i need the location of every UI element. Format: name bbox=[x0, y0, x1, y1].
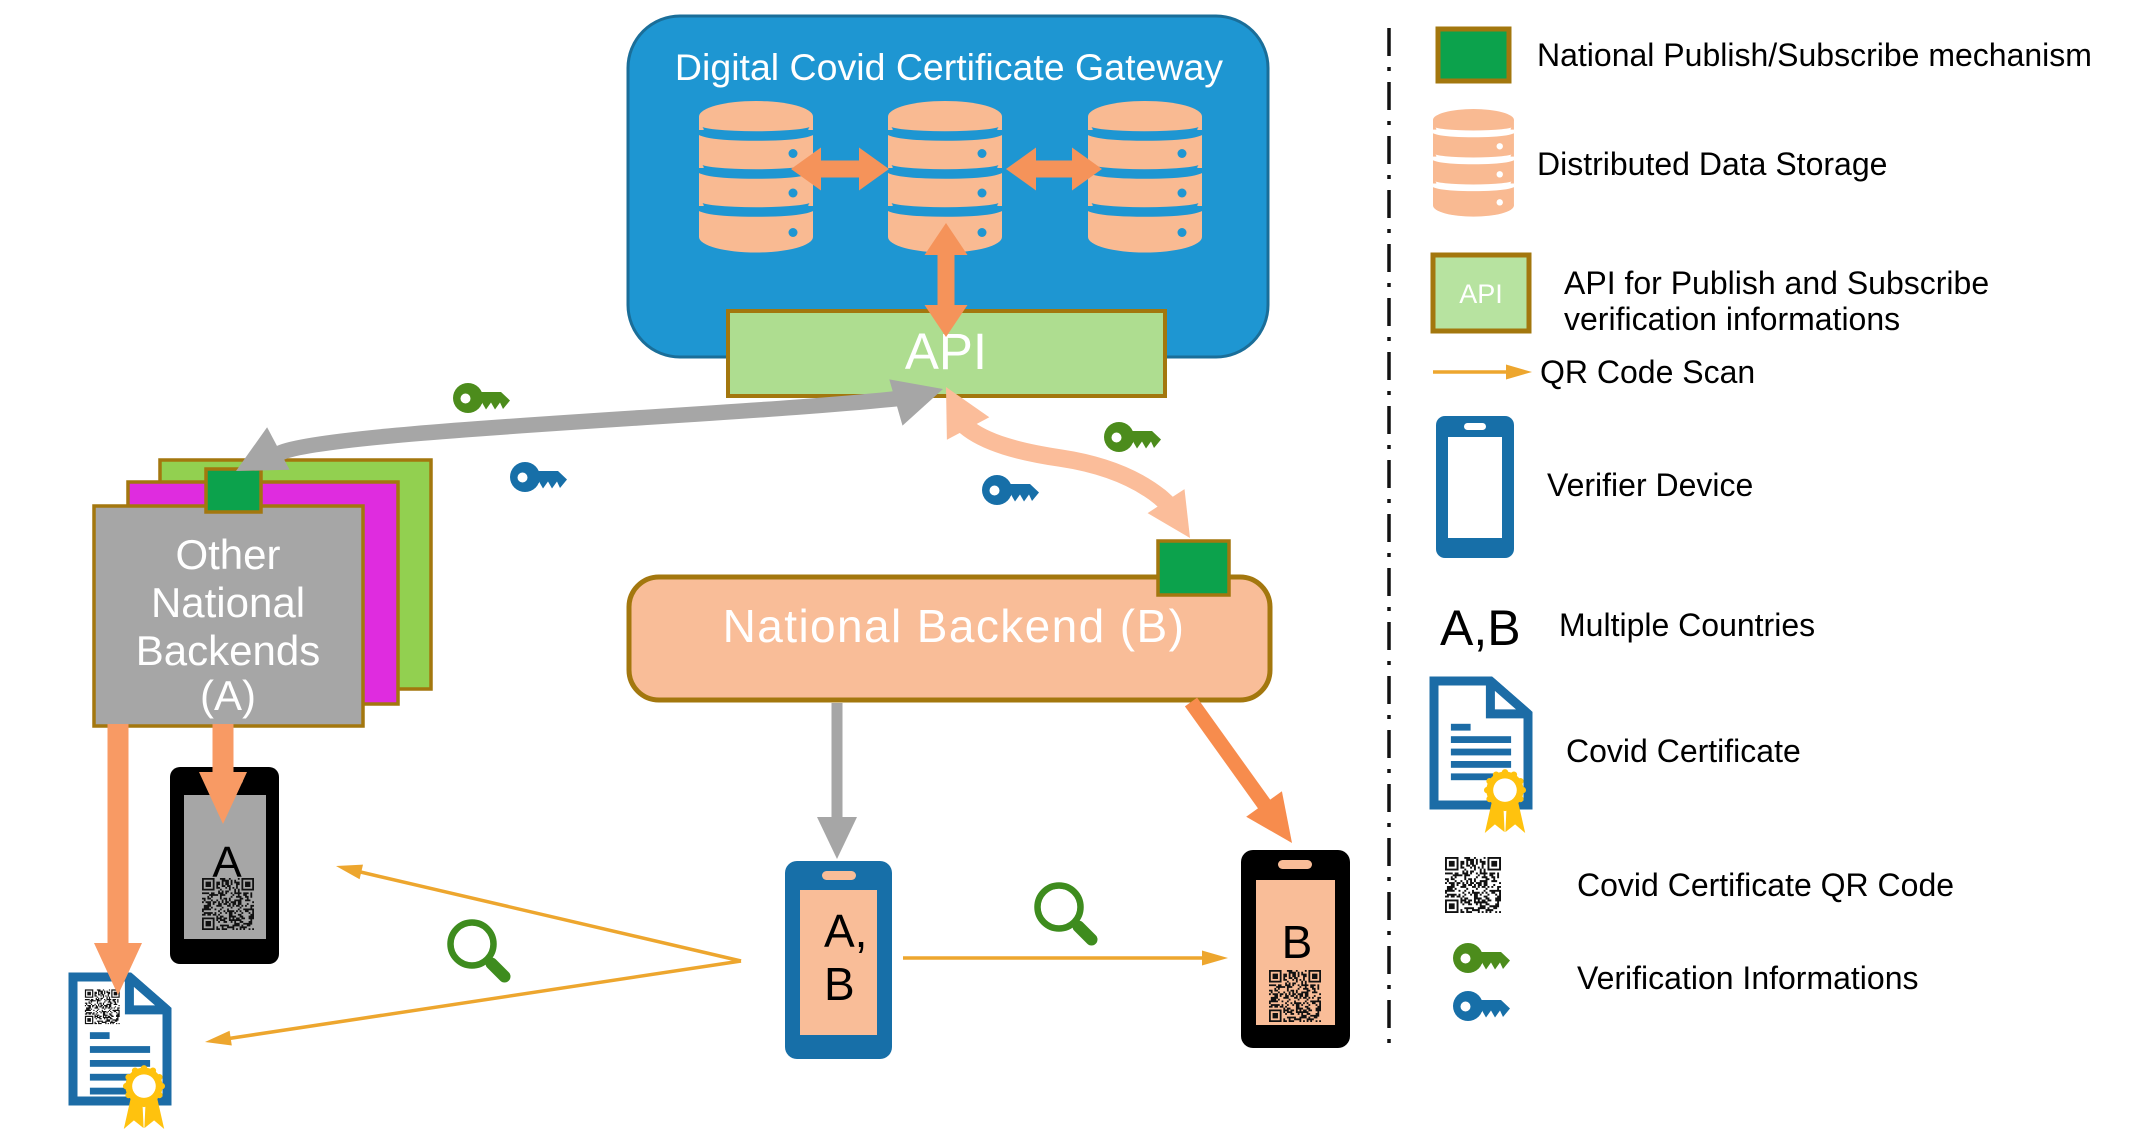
svg-text:A: A bbox=[212, 838, 242, 887]
svg-text:Backends: Backends bbox=[136, 627, 320, 674]
svg-text:National Backend (B): National Backend (B) bbox=[723, 600, 1186, 652]
svg-text:National Publish/Subscribe mec: National Publish/Subscribe mechanism bbox=[1537, 37, 2092, 73]
svg-text:B: B bbox=[1282, 916, 1313, 968]
svg-text:Verification Informations: Verification Informations bbox=[1577, 960, 1919, 996]
svg-text:Other: Other bbox=[175, 531, 280, 578]
svg-text:API: API bbox=[1459, 279, 1503, 309]
svg-text:A,: A, bbox=[824, 905, 867, 957]
svg-text:Distributed Data Storage: Distributed Data Storage bbox=[1537, 146, 1887, 182]
svg-text:Multiple Countries: Multiple Countries bbox=[1559, 607, 1815, 643]
svg-text:B: B bbox=[824, 958, 855, 1010]
svg-text:(A): (A) bbox=[200, 672, 256, 719]
svg-text:API for Publish and Subscribe: API for Publish and Subscribe bbox=[1564, 265, 1989, 301]
svg-text:QR Code Scan: QR Code Scan bbox=[1540, 354, 1755, 390]
svg-text:Covid Certificate: Covid Certificate bbox=[1566, 733, 1801, 769]
svg-text:A,B: A,B bbox=[1440, 600, 1521, 656]
svg-text:National: National bbox=[151, 579, 305, 626]
svg-text:Covid Certificate QR Code: Covid Certificate QR Code bbox=[1577, 867, 1954, 903]
svg-text:Verifier Device: Verifier Device bbox=[1547, 467, 1753, 503]
svg-text:verification informations: verification informations bbox=[1564, 301, 1900, 337]
svg-text:Digital Covid Certificate Gate: Digital Covid Certificate Gateway bbox=[675, 46, 1223, 88]
